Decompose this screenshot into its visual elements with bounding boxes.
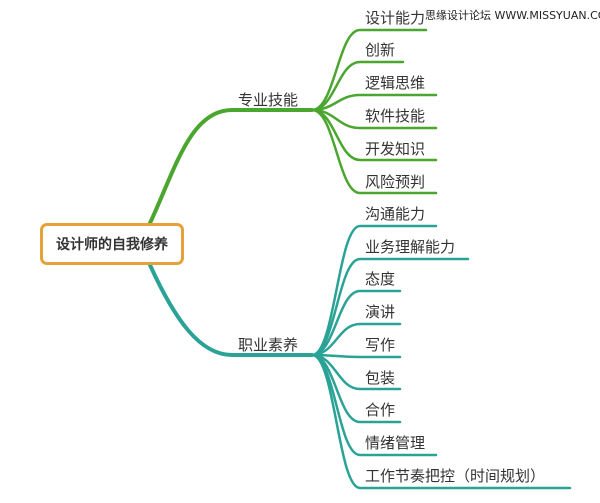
leaf-node[interactable]: 合作 (365, 401, 396, 419)
branch-to-leaf-connector (310, 353, 572, 490)
leaf-node[interactable]: 沟通能力 (365, 205, 426, 223)
root-to-branch-connector (148, 263, 314, 357)
leaf-node[interactable]: 写作 (365, 336, 396, 354)
leaf-node[interactable]: 软件技能 (365, 107, 426, 125)
branch-to-leaf-connector (310, 28, 428, 112)
branch-to-leaf-connector (310, 353, 402, 359)
leaf-node[interactable]: 创新 (365, 41, 396, 59)
leaf-node[interactable]: 态度 (365, 270, 396, 288)
leaf-node[interactable]: 逻辑思维 (365, 74, 426, 92)
leaf-node[interactable]: 设计能力 (365, 9, 426, 27)
leaf-node[interactable]: 业务理解能力 (365, 238, 456, 256)
root-to-branch-connector (148, 108, 314, 225)
leaf-node[interactable]: 演讲 (365, 303, 396, 321)
root-node-label: 设计师的自我修养 (56, 237, 168, 253)
branch-to-leaf-connector (310, 257, 470, 357)
branch-node-professional-quality[interactable]: 职业素养 (238, 336, 299, 354)
leaf-node[interactable]: 风险预判 (365, 173, 426, 191)
leaf-node[interactable]: 工作节奏把控（时间规划） (365, 467, 546, 485)
root-node[interactable]: 设计师的自我修养 (40, 223, 184, 265)
watermark: 思缘设计论坛 WWW.MISSYUAN.COM (425, 9, 600, 22)
branch-node-professional-skills[interactable]: 专业技能 (238, 91, 299, 109)
leaf-node[interactable]: 情绪管理 (365, 434, 426, 452)
branch-to-leaf-connector (310, 60, 405, 112)
leaf-node[interactable]: 包装 (365, 369, 396, 387)
leaf-node[interactable]: 开发知识 (365, 140, 426, 158)
branch-to-leaf-connector (310, 108, 438, 195)
branch-to-leaf-connector (310, 289, 402, 357)
